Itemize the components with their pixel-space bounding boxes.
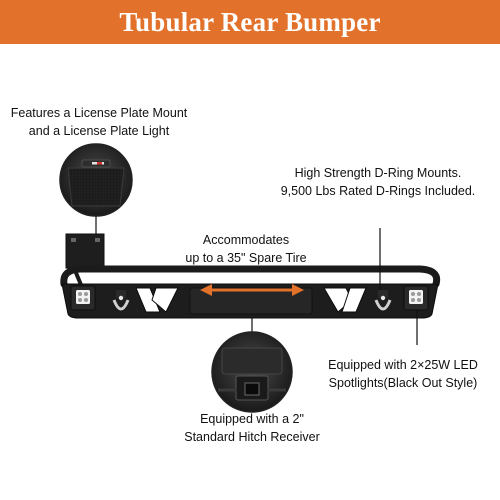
- spotlight-icon: [76, 290, 90, 304]
- header-banner: Tubular Rear Bumper: [0, 0, 500, 44]
- shackle-icon-right: [374, 290, 392, 311]
- page-title: Tubular Rear Bumper: [119, 6, 381, 37]
- callout-license-plate-line2: and a License Plate Light: [28, 124, 170, 138]
- double-arrow-icon: [200, 284, 304, 296]
- callout-license-plate: Features a License Plate Mount and a Lic…: [8, 104, 190, 140]
- bumper-body: [60, 233, 441, 319]
- callout-d-ring-line2: 9,500 Lbs Rated D-Rings Included.: [280, 184, 476, 198]
- callout-spotlights-line1: Equipped with 2×25W LED: [328, 358, 478, 372]
- callout-hitch-line2: Standard Hitch Receiver: [184, 430, 320, 444]
- callout-d-ring-line1: High Strength D-Ring Mounts.: [294, 166, 462, 180]
- callout-hitch-line1: Equipped with a 2": [200, 412, 304, 426]
- callout-spare-tire: Accommodates up to a 35" Spare Tire: [164, 231, 328, 267]
- callout-license-plate-line1: Features a License Plate Mount: [10, 106, 188, 120]
- callout-spotlights: Equipped with 2×25W LED Spotlights(Black…: [306, 356, 500, 392]
- callout-spare-tire-line2: up to a 35" Spare Tire: [185, 251, 307, 265]
- callout-spare-tire-line1: Accommodates: [202, 233, 290, 247]
- spotlight-icon-right: [409, 290, 423, 304]
- callout-hitch: Equipped with a 2" Standard Hitch Receiv…: [164, 410, 340, 446]
- callout-spotlights-line2: Spotlights(Black Out Style): [328, 376, 478, 390]
- shackle-icon: [112, 290, 130, 311]
- license-plate-detail: [59, 143, 133, 217]
- hitch-receiver-detail: [211, 331, 293, 413]
- callout-d-ring: High Strength D-Ring Mounts. 9,500 Lbs R…: [262, 164, 494, 200]
